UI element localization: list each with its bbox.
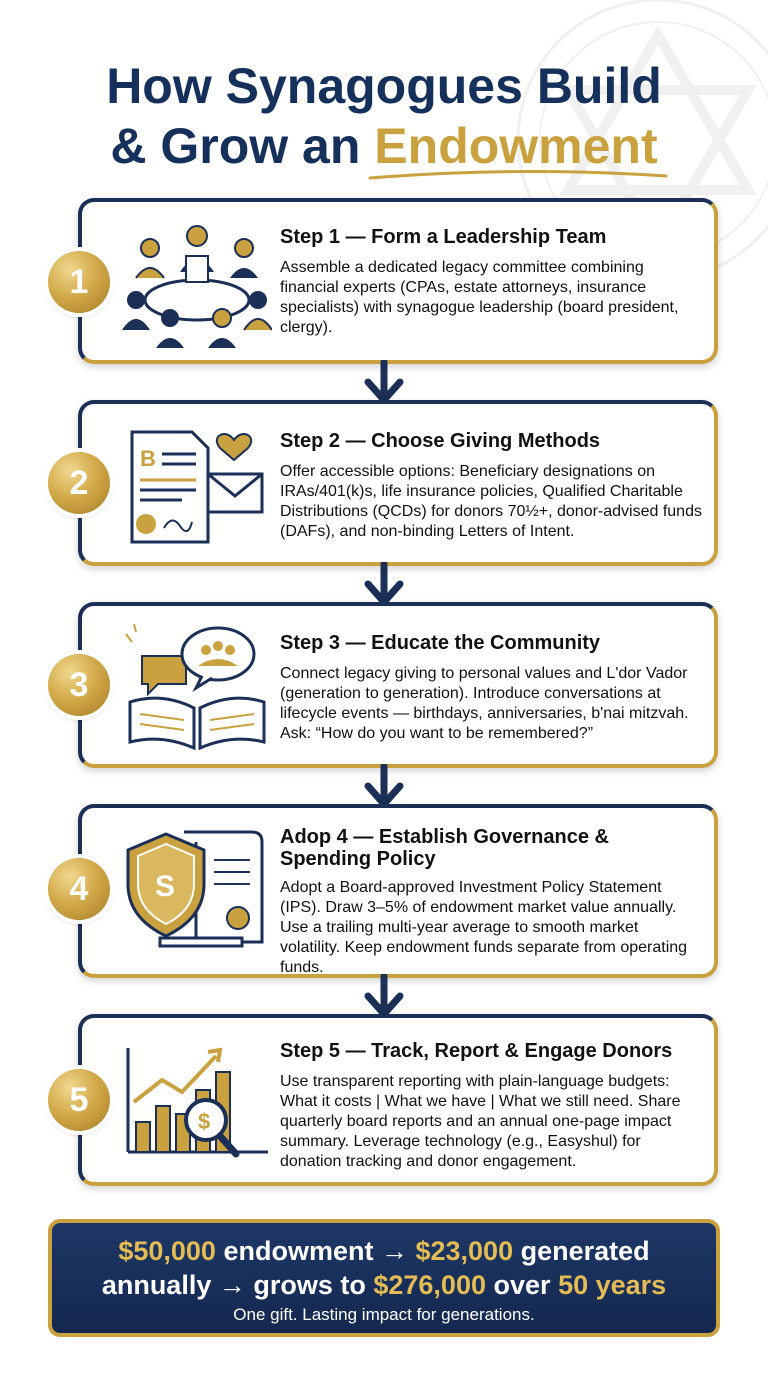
step-number-badge-4: 4 (48, 858, 110, 920)
banner-text-endowment: endowment → (223, 1236, 408, 1266)
down-arrow-icon (364, 562, 404, 606)
banner-tagline: One gift. Lasting impact for generations… (233, 1305, 535, 1324)
banner-amount-initial: $50,000 (118, 1236, 216, 1266)
title-prefix: & Grow an (110, 118, 361, 174)
step-number-badge-1: 1 (48, 251, 110, 313)
step-card-3: Step 3 — Educate the Community Connect l… (78, 602, 718, 768)
open-book-speech-icon (125, 623, 266, 751)
step-5-description: Use transparent reporting with plain-lan… (280, 1073, 681, 1170)
svg-text:B: B (140, 446, 156, 471)
step-1-description: Assemble a dedicated legacy committee co… (280, 259, 679, 336)
banner-text-over: over (493, 1270, 551, 1300)
shield-dollar-scroll-icon: S (126, 830, 264, 948)
step-number-badge-5: 5 (48, 1069, 110, 1131)
step-card-4: S Adop 4 — Establish Governance & Spendi… (78, 804, 718, 978)
step-1-title: Step 1 — Form a Leadership Team (280, 226, 607, 248)
banner-years: 50 years (558, 1270, 667, 1300)
banner-line-1: $50,000 endowment → $23,000 generated (52, 1235, 716, 1267)
step-2-description: Offer accessible options: Beneficiary de… (280, 463, 702, 540)
title-underline-swash (368, 169, 668, 180)
svg-text:S: S (155, 870, 175, 903)
banner-text-generated: generated (520, 1236, 650, 1266)
down-arrow-icon (364, 360, 404, 404)
step-4-description: Adopt a Board-approved Investment Policy… (280, 879, 688, 976)
title-highlight: Endowment (374, 118, 658, 174)
banner-line-2: annually → grows to $276,000 over 50 yea… (52, 1269, 716, 1301)
page-title-line-1: How Synagogues Build (106, 58, 662, 114)
down-arrow-icon (364, 764, 404, 808)
leadership-team-icon (122, 225, 272, 348)
step-3-title: Step 3 — Educate the Community (280, 632, 601, 654)
step-number-badge-2: 2 (48, 452, 110, 514)
step-card-5: $ Step 5 — Track, Report & Engage Donors… (78, 1014, 718, 1186)
summary-banner: $50,000 endowment → $23,000 generated an… (48, 1219, 720, 1337)
page-title-line-2: & Grow an Endowment (0, 116, 768, 176)
step-card-1: Step 1 — Form a Leadership Team Assemble… (78, 198, 718, 364)
step-4-title: Adop 4 — Establish Governance & Spending… (280, 826, 609, 870)
banner-text-annually: annually → grows to (101, 1270, 366, 1300)
step-number-badge-3: 3 (48, 654, 110, 716)
step-card-2: B Step 2 — Choose Giving Methods Offer a… (78, 400, 718, 566)
down-arrow-icon (364, 974, 404, 1018)
step-5-title: Step 5 — Track, Report & Engage Donors (280, 1040, 673, 1062)
svg-text:$: $ (198, 1109, 210, 1134)
growth-chart-magnifier-icon: $ (126, 1047, 268, 1158)
banner-amount-annual: $23,000 (415, 1236, 514, 1266)
step-3-description: Connect legacy giving to personal values… (280, 665, 689, 742)
step-2-title: Step 2 — Choose Giving Methods (280, 430, 601, 452)
banner-amount-total: $276,000 (373, 1270, 486, 1300)
documents-heart-envelope-icon: B (130, 430, 264, 544)
